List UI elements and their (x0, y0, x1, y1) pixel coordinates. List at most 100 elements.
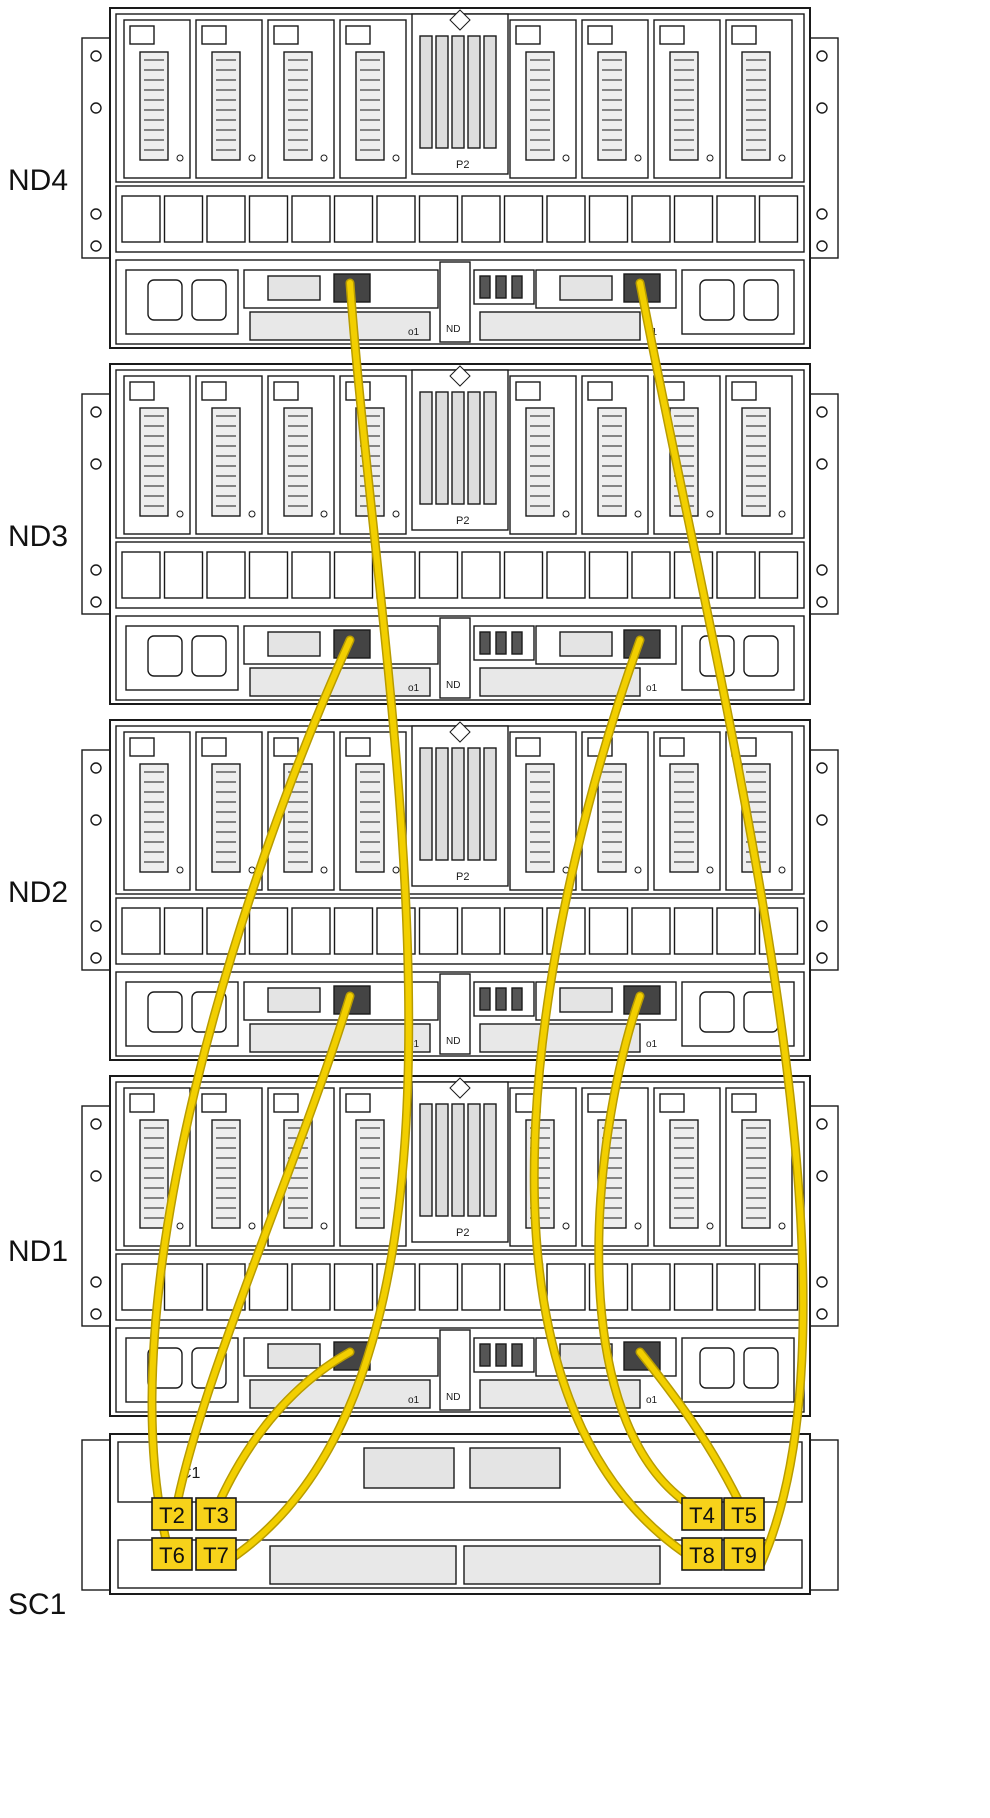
fan-bay (547, 552, 585, 598)
fan-bay (760, 196, 798, 242)
pcie-latch (516, 26, 540, 44)
usb-port (512, 276, 522, 298)
fan-bay (165, 552, 203, 598)
power-inlet (744, 636, 778, 676)
pcie-led (707, 867, 713, 873)
port-tag-t8: T8 (682, 1538, 722, 1570)
usb-port (496, 276, 506, 298)
pcie-slot (582, 20, 648, 178)
rack-screw (817, 1119, 827, 1129)
pcie-card (140, 1120, 168, 1228)
port-tag-label-t5: T5 (731, 1503, 757, 1528)
pcie-slot (582, 376, 648, 534)
fan-bay (165, 1264, 203, 1310)
pcie-latch (274, 738, 298, 756)
rack-screw (817, 459, 827, 469)
fan-bay (505, 196, 543, 242)
pcie-led (177, 511, 183, 517)
rack-ear-left (82, 38, 112, 258)
pcie-led (779, 867, 785, 873)
memory-module (484, 392, 496, 504)
pcie-slot (196, 732, 262, 890)
fan-bay (207, 196, 245, 242)
pcie-led (707, 511, 713, 517)
memory-module (436, 36, 448, 148)
memory-module (436, 748, 448, 860)
pcie-led (177, 155, 183, 161)
pcie-slot (582, 732, 648, 890)
power-inlet (700, 992, 734, 1032)
port-tag-t4: T4 (682, 1498, 722, 1530)
pcie-led (321, 155, 327, 161)
pcie-slot (510, 20, 576, 178)
pcie-slot (654, 1088, 720, 1246)
rack-ear-right (808, 1106, 838, 1326)
rack-ear-right (808, 394, 838, 614)
fan-bay (462, 196, 500, 242)
rack-screw (817, 103, 827, 113)
o1-marking: o1 (646, 1395, 658, 1406)
memory-module (452, 1104, 464, 1216)
pcie-latch (516, 738, 540, 756)
p2-marking: P2 (456, 871, 469, 883)
fan-bay (165, 908, 203, 954)
fan-bay (420, 1264, 458, 1310)
port-tag-label-t2: T2 (159, 1503, 185, 1528)
connector-block (268, 276, 320, 300)
pcie-latch (660, 26, 684, 44)
usb-port (480, 1344, 490, 1366)
rack-screw (817, 565, 827, 575)
pcie-card (670, 52, 698, 160)
fan-bay (420, 552, 458, 598)
pcie-latch (274, 382, 298, 400)
usb-port (480, 988, 490, 1010)
memory-module (468, 748, 480, 860)
pcie-led (321, 1223, 327, 1229)
rack-ear-left (82, 750, 112, 970)
pcie-latch (202, 738, 226, 756)
fan-bay (590, 196, 628, 242)
sc-connector-right (470, 1448, 560, 1488)
o1-marking: o1 (408, 1395, 420, 1406)
memory-module (420, 748, 432, 860)
pcie-card (212, 408, 240, 516)
pcie-latch (516, 382, 540, 400)
pcie-slot (196, 20, 262, 178)
pcie-led (779, 1223, 785, 1229)
pcie-slot (726, 376, 792, 534)
usb-port (512, 632, 522, 654)
fan-bay (632, 1264, 670, 1310)
rack-screw (817, 815, 827, 825)
memory-module (452, 748, 464, 860)
pcie-led (393, 867, 399, 873)
fan-bay (250, 908, 288, 954)
fan-bay (505, 908, 543, 954)
pcie-latch (588, 26, 612, 44)
fan-bay (760, 552, 798, 598)
nd-tag-marking: ND (446, 324, 460, 335)
sc-vent-left (270, 1546, 456, 1584)
rack-ear-left (82, 1106, 112, 1326)
port-tag-t6: T6 (152, 1538, 192, 1570)
pcie-led (249, 155, 255, 161)
pcie-led (177, 1223, 183, 1229)
drawer-2: P2NDo1o1 (82, 720, 838, 1060)
memory-module (420, 1104, 432, 1216)
pcie-slot (268, 1088, 334, 1246)
rack-ear-right (808, 38, 838, 258)
sc-connector-left (364, 1448, 454, 1488)
pcie-led (635, 155, 641, 161)
pcie-latch (346, 1094, 370, 1112)
pcie-latch (346, 738, 370, 756)
pcie-card (526, 764, 554, 872)
pcie-led (707, 155, 713, 161)
power-inlet (148, 280, 182, 320)
pcie-card (284, 52, 312, 160)
pcie-slot (510, 376, 576, 534)
connector-block (268, 1344, 320, 1368)
sc-ear-right (808, 1440, 838, 1590)
memory-module (468, 36, 480, 148)
fan-bay (335, 552, 373, 598)
pcie-led (321, 867, 327, 873)
fan-bay (717, 908, 755, 954)
